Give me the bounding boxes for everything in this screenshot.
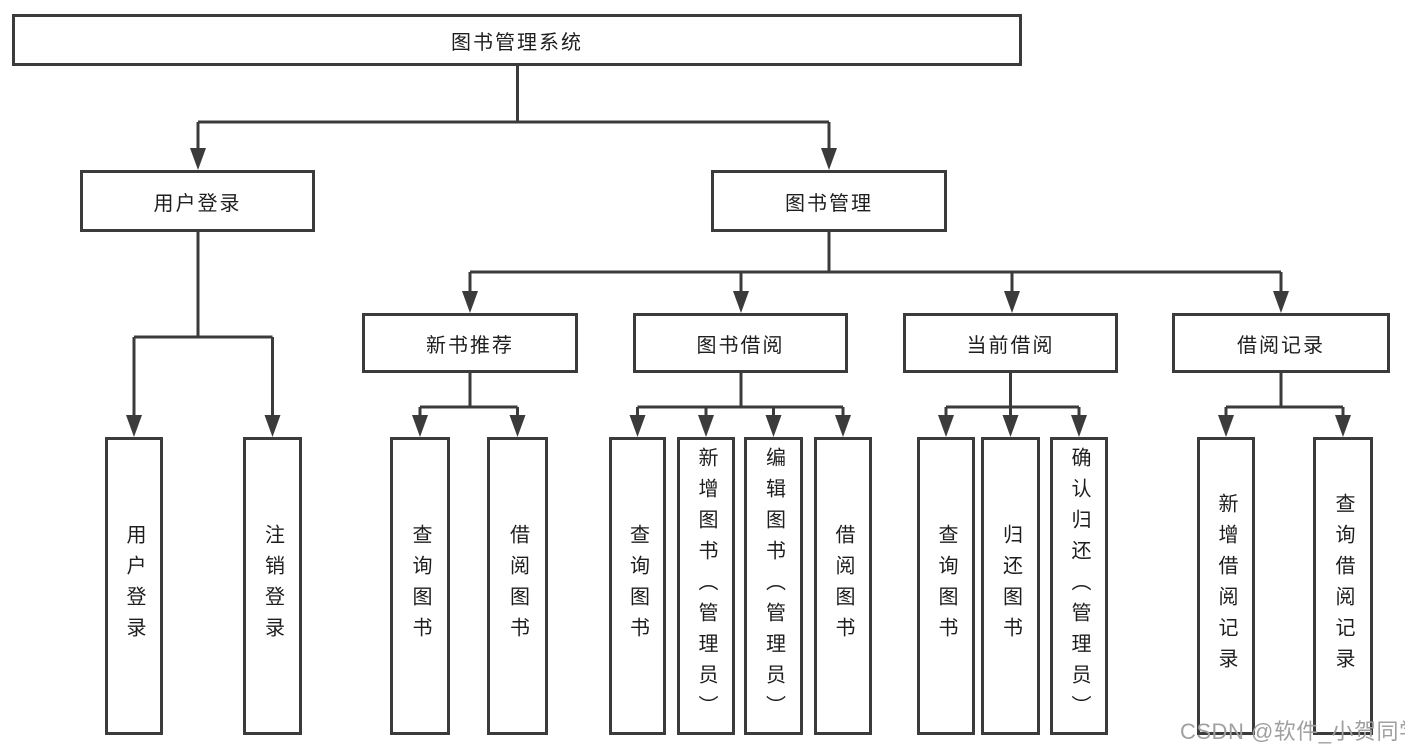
- connector-group-borrow: [636, 373, 845, 421]
- leaf-borrow-books-1-label: 借阅图书: [506, 524, 529, 648]
- leaf-logout-label: 注销登录: [261, 524, 284, 648]
- leaf-query-books-3-label: 查询图书: [935, 524, 957, 648]
- arrow-down-icon: [412, 415, 428, 437]
- connector-book-branch: [468, 232, 1283, 297]
- node-book-borrow-label: 图书借阅: [696, 334, 785, 357]
- node-user-login-label: 用户登录: [153, 192, 242, 215]
- leaf-user-login: 用户登录: [105, 437, 163, 735]
- leaf-logout: 注销登录: [243, 437, 302, 735]
- leaf-confirm-return-admin-label: 确认归还（管理员）: [1068, 446, 1090, 726]
- leaf-query-borrow-record-label: 查询借阅记录: [1332, 493, 1354, 679]
- leaf-query-books-2-label: 查询图书: [626, 524, 649, 648]
- connector-root: [196, 66, 831, 152]
- leaf-borrow-books-2: 借阅图书: [814, 437, 872, 735]
- leaf-query-books-1-label: 查询图书: [409, 524, 431, 648]
- node-new-book-recommend-label: 新书推荐: [426, 334, 514, 357]
- arrow-down-icon: [1273, 291, 1289, 313]
- arrow-down-icon: [264, 415, 281, 437]
- node-book-management-label: 图书管理: [785, 192, 873, 215]
- leaf-borrow-books-1: 借阅图书: [487, 437, 548, 735]
- arrow-down-icon: [126, 415, 142, 437]
- node-borrow-records-label: 借阅记录: [1237, 334, 1325, 357]
- node-current-borrow-label: 当前借阅: [966, 334, 1055, 357]
- node-root: 图书管理系统: [12, 14, 1022, 66]
- node-current-borrow: 当前借阅: [903, 313, 1118, 373]
- arrow-down-icon: [938, 415, 954, 437]
- arrow-down-icon: [509, 415, 526, 437]
- leaf-edit-book-admin-label: 编辑图书（管理员）: [762, 446, 785, 726]
- arrow-down-icon: [190, 148, 206, 170]
- arrow-down-icon: [462, 291, 478, 313]
- arrow-down-icon: [765, 415, 782, 437]
- leaf-edit-book-admin: 编辑图书（管理员）: [744, 437, 803, 735]
- node-user-login: 用户登录: [80, 170, 315, 232]
- node-book-management: 图书管理: [711, 170, 947, 232]
- leaf-add-book-admin: 新增图书（管理员）: [677, 437, 735, 735]
- connector-group-current: [944, 373, 1081, 421]
- arrow-down-icon: [1002, 415, 1019, 437]
- connector-group-new: [418, 373, 519, 421]
- node-root-label: 图书管理系统: [451, 31, 583, 54]
- leaf-query-borrow-record: 查询借阅记录: [1313, 437, 1373, 735]
- arrow-down-icon: [629, 415, 646, 437]
- arrow-down-icon: [821, 148, 837, 170]
- node-book-borrow: 图书借阅: [633, 313, 848, 373]
- leaf-add-book-admin-label: 新增图书（管理员）: [695, 446, 717, 726]
- node-new-book-recommend: 新书推荐: [362, 313, 578, 373]
- connector-user-branch: [132, 232, 274, 421]
- leaf-return-book: 归还图书: [981, 437, 1040, 735]
- arrow-down-icon: [1004, 291, 1020, 313]
- arrow-down-icon: [733, 291, 749, 313]
- arrow-down-icon: [1335, 415, 1351, 437]
- leaf-confirm-return-admin: 确认归还（管理员）: [1050, 437, 1108, 735]
- leaf-user-login-label: 用户登录: [123, 524, 145, 648]
- leaf-borrow-books-2-label: 借阅图书: [832, 524, 854, 648]
- connector-group-records: [1224, 373, 1345, 421]
- arrow-down-icon: [1071, 415, 1087, 437]
- leaf-add-borrow-record-label: 新增借阅记录: [1215, 493, 1237, 679]
- leaf-query-books-2: 查询图书: [609, 437, 666, 735]
- csdn-watermark: CSDN @软件_小贺同学: [1180, 719, 1405, 744]
- arrow-down-icon: [835, 415, 851, 437]
- leaf-return-book-label: 归还图书: [999, 524, 1022, 648]
- arrow-down-icon: [698, 415, 714, 437]
- leaf-query-books-3: 查询图书: [917, 437, 975, 735]
- arrow-down-icon: [1218, 415, 1234, 437]
- leaf-add-borrow-record: 新增借阅记录: [1197, 437, 1255, 735]
- node-borrow-records: 借阅记录: [1172, 313, 1390, 373]
- leaf-query-books-1: 查询图书: [390, 437, 450, 735]
